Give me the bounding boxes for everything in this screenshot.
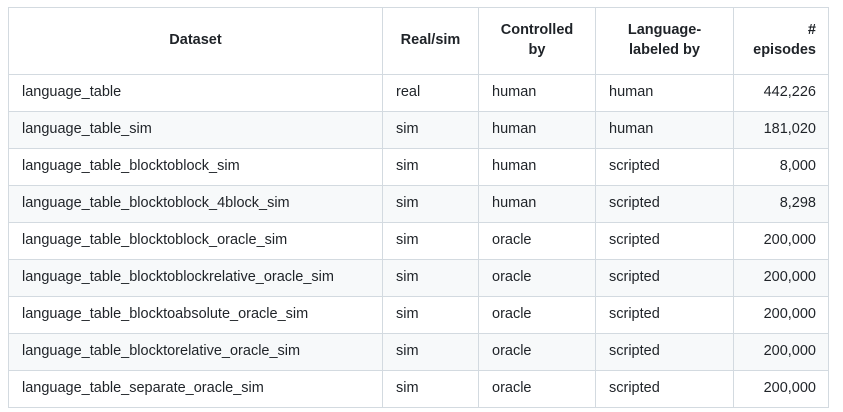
cell-real-sim: sim (382, 296, 479, 334)
dataset-table-container: Dataset Real/sim Controlled by Language-… (8, 7, 829, 408)
column-header-dataset-label: Dataset (169, 32, 222, 49)
cell-controlled-by: human (478, 74, 596, 112)
column-header-num-episodes-line1: # (807, 22, 816, 39)
column-header-language-labeled-by-line2: labeled by (629, 42, 700, 58)
cell-language-labeled-by: scripted (595, 333, 734, 371)
cell-dataset: language_table (8, 74, 383, 112)
table-header: Dataset Real/sim Controlled by Language-… (8, 7, 829, 75)
cell-num-episodes: 181,020 (733, 111, 829, 149)
cell-real-sim: sim (382, 259, 479, 297)
cell-real-sim: sim (382, 222, 479, 260)
column-header-real-sim-label: Real/sim (400, 32, 461, 49)
cell-controlled-by: human (478, 148, 596, 186)
dataset-summary-table: Dataset Real/sim Controlled by Language-… (8, 7, 829, 408)
cell-real-sim: sim (382, 111, 479, 149)
cell-dataset: language_table_blocktoblock_4block_sim (8, 185, 383, 223)
cell-dataset: language_table_sim (8, 111, 383, 149)
column-header-controlled-by-line2: by (528, 42, 546, 58)
cell-controlled-by: oracle (478, 259, 596, 297)
cell-real-sim: sim (382, 333, 479, 371)
cell-language-labeled-by: human (595, 111, 734, 149)
cell-controlled-by: oracle (478, 222, 596, 260)
cell-num-episodes: 8,298 (733, 185, 829, 223)
cell-real-sim: sim (382, 148, 479, 186)
cell-controlled-by: oracle (478, 333, 596, 371)
cell-num-episodes: 200,000 (733, 333, 829, 371)
cell-num-episodes: 200,000 (733, 370, 829, 408)
column-header-controlled-by: Controlled by (478, 7, 596, 75)
cell-language-labeled-by: human (595, 74, 734, 112)
column-header-num-episodes-line2: episodes (753, 42, 816, 58)
column-header-num-episodes: # episodes (733, 7, 829, 75)
column-header-language-labeled-by-line1: Language- (627, 22, 702, 39)
cell-num-episodes: 200,000 (733, 296, 829, 334)
column-header-language-labeled-by: Language- labeled by (595, 7, 734, 75)
column-header-controlled-by-line1: Controlled (500, 22, 574, 39)
cell-num-episodes: 8,000 (733, 148, 829, 186)
cell-real-sim: sim (382, 370, 479, 408)
cell-num-episodes: 200,000 (733, 259, 829, 297)
cell-dataset: language_table_blocktoabsolute_oracle_si… (8, 296, 383, 334)
cell-controlled-by: human (478, 185, 596, 223)
cell-controlled-by: human (478, 111, 596, 149)
cell-dataset: language_table_blocktoblock_sim (8, 148, 383, 186)
cell-language-labeled-by: scripted (595, 148, 734, 186)
cell-language-labeled-by: scripted (595, 370, 734, 408)
cell-num-episodes: 200,000 (733, 222, 829, 260)
cell-real-sim: real (382, 74, 479, 112)
cell-language-labeled-by: scripted (595, 296, 734, 334)
cell-controlled-by: oracle (478, 296, 596, 334)
table-row: language_table_blocktorelative_oracle_si… (8, 333, 829, 371)
cell-dataset: language_table_separate_oracle_sim (8, 370, 383, 408)
column-header-dataset: Dataset (8, 7, 383, 75)
column-header-real-sim: Real/sim (382, 7, 479, 75)
cell-num-episodes: 442,226 (733, 74, 829, 112)
cell-language-labeled-by: scripted (595, 185, 734, 223)
cell-language-labeled-by: scripted (595, 259, 734, 297)
table-row: language_table_blocktoabsolute_oracle_si… (8, 296, 829, 334)
cell-controlled-by: oracle (478, 370, 596, 408)
table-header-row: Dataset Real/sim Controlled by Language-… (8, 7, 829, 75)
cell-dataset: language_table_blocktorelative_oracle_si… (8, 333, 383, 371)
table-row: language_table_blocktoblockrelative_orac… (8, 259, 829, 297)
cell-dataset: language_table_blocktoblockrelative_orac… (8, 259, 383, 297)
cell-dataset: language_table_blocktoblock_oracle_sim (8, 222, 383, 260)
cell-language-labeled-by: scripted (595, 222, 734, 260)
cell-real-sim: sim (382, 185, 479, 223)
